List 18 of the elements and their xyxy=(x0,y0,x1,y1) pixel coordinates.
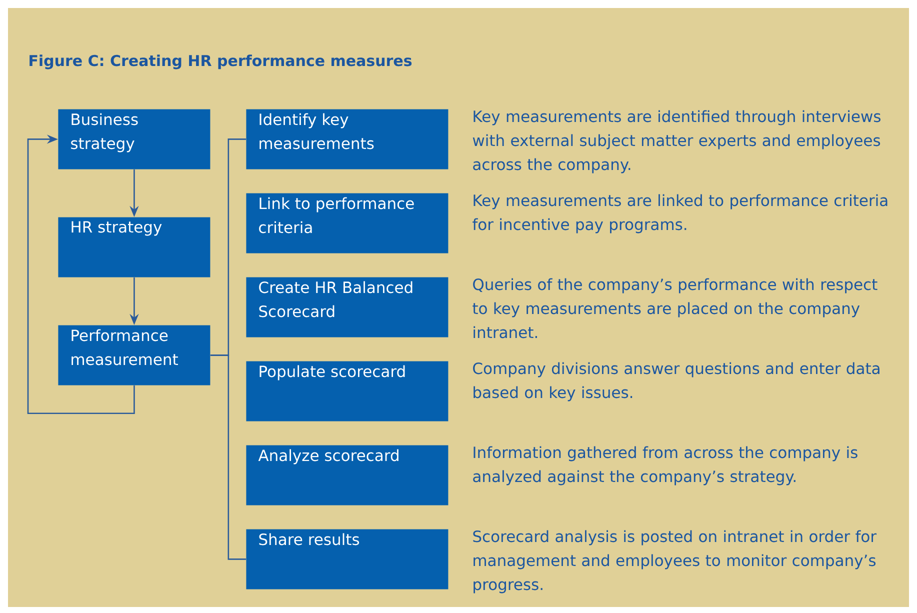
process-box: Link to performance criteria xyxy=(246,193,448,254)
connector xyxy=(210,354,246,560)
process-box: HR strategy xyxy=(58,217,210,278)
description-text: Queries of the company’s performance with respect to key measurements are placed on the company intranet. xyxy=(472,278,878,338)
process-box: Populate scorecard xyxy=(246,361,448,422)
description-text: Key measurements are identified through interviews with external subject matter experts and employees across the company. xyxy=(472,110,880,174)
title: Figure C: Creating HR performance measures xyxy=(30,54,412,70)
description-text: Scorecard analysis is posted on intranet in order for management and employees to monitor company’s progress. xyxy=(473,530,877,594)
process-box: Analyze scorecard xyxy=(246,445,448,506)
process-box: Performance measurement xyxy=(58,325,210,386)
process-box: Share results xyxy=(246,529,448,590)
process-box: Business strategy xyxy=(58,109,210,170)
description-text: Key measurements are linked to performance criteria for incentive pay programs. xyxy=(472,194,888,234)
description-text: Information gathered from across the company is analyzed against the company’s strategy. xyxy=(473,446,858,486)
connector xyxy=(27,134,135,414)
process-box: Identify key measurements xyxy=(246,109,448,170)
description-text: Company divisions answer questions and enter data based on key issues. xyxy=(473,362,880,402)
process-box: Create HR Balanced Scorecard xyxy=(246,277,448,338)
